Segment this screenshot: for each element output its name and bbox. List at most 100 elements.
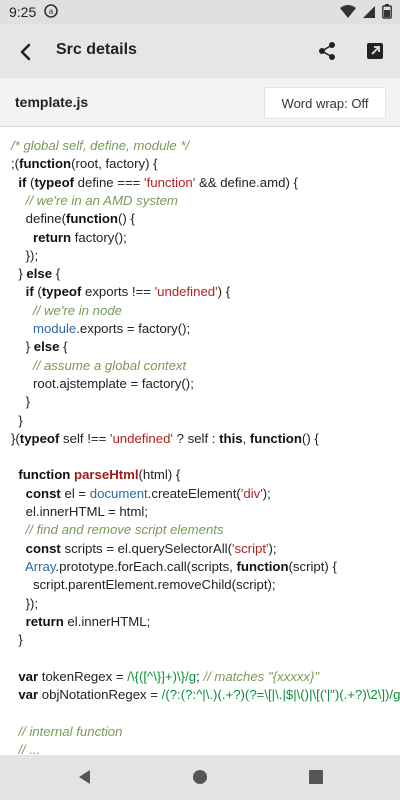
code-token: scripts = el.querySelectorAll( <box>60 540 232 556</box>
code-token: el = <box>60 485 90 501</box>
open-external-icon[interactable] <box>364 40 386 62</box>
share-icon[interactable] <box>316 40 338 62</box>
code-line: var tokenRegex = /\{([^\}]+)\}/g; // mat… <box>11 668 319 686</box>
code-token <box>11 486 26 501</box>
code-token: (html) { <box>138 467 181 483</box>
code-token: } <box>11 412 23 428</box>
app-bar: Src details <box>0 24 400 78</box>
code-line: // internal function <box>11 723 122 741</box>
code-token: (script) { <box>288 558 337 574</box>
sync-icon: a <box>44 4 58 18</box>
code-token: Array <box>24 558 56 574</box>
code-line: ;(function(root, factory) { <box>11 155 158 173</box>
code-token: .exports = factory(); <box>76 321 191 336</box>
code-line: // we're in an AMD system <box>11 192 178 210</box>
code-token: && define.amd) { <box>195 174 298 190</box>
wifi-icon <box>340 4 356 18</box>
code-token: document <box>89 485 148 501</box>
code-token: 'function' <box>144 174 196 190</box>
code-token: function <box>236 558 289 574</box>
code-line: } <box>11 393 30 411</box>
code-token: return <box>32 229 72 245</box>
code-token <box>11 614 26 629</box>
code-line: el.innerHTML = html; <box>11 503 148 521</box>
status-time: 9:25 <box>9 4 37 20</box>
code-token: function <box>18 467 71 483</box>
nav-bar <box>0 755 400 800</box>
code-token: ; <box>196 668 204 684</box>
status-bar: 9:25 a <box>0 0 400 24</box>
code-token: { <box>52 266 61 282</box>
code-token: exports !== <box>81 284 155 300</box>
code-token: // ... <box>18 741 41 755</box>
code-token: root.ajstemplate = factory(); <box>11 375 194 391</box>
code-line: // find and remove script elements <box>11 521 224 539</box>
code-token: ); <box>262 485 271 501</box>
code-token <box>11 358 33 373</box>
code-token: (root, factory) { <box>71 156 158 172</box>
code-token: script.parentElement.removeChild(script)… <box>11 577 276 593</box>
code-token: /(?:(?:^|\.)(.+?)(?=\[|\.|$|\()|\[('|")(… <box>161 687 400 702</box>
code-token <box>11 541 26 556</box>
code-line: root.ajstemplate = factory(); <box>11 375 194 393</box>
code-token: 'undefined' <box>109 430 173 446</box>
code-line: const scripts = el.querySelectorAll('scr… <box>11 540 277 558</box>
code-token: ( <box>33 284 42 300</box>
code-token: ); <box>268 540 277 556</box>
page-title: Src details <box>56 41 137 58</box>
code-token: /\{([^\}]+)\}/g <box>127 668 197 684</box>
code-token: , <box>242 430 250 446</box>
code-token: 'undefined' <box>154 284 218 300</box>
code-token: ( <box>26 174 35 190</box>
code-line: }); <box>11 595 38 613</box>
code-token: typeof <box>41 284 82 300</box>
code-token <box>11 230 33 245</box>
word-wrap-button[interactable]: Word wrap: Off <box>264 87 386 119</box>
code-line: define(function() { <box>11 210 135 228</box>
code-token: ) { <box>217 284 231 300</box>
code-token: .createElement( <box>147 485 241 501</box>
code-token: function <box>65 211 118 227</box>
code-line: } <box>11 412 23 430</box>
code-token: // find and remove script elements <box>25 522 224 538</box>
code-token: // internal function <box>18 723 123 739</box>
code-line: } else { <box>11 265 60 283</box>
code-token: function <box>249 430 302 446</box>
code-token: el.innerHTML = html; <box>11 504 148 519</box>
code-token: ? self : <box>172 430 220 446</box>
code-token: // matches "{xxxxx}" <box>203 668 320 684</box>
code-token: } <box>11 339 34 355</box>
code-token: var <box>18 668 39 684</box>
nav-back-icon[interactable] <box>75 767 95 787</box>
code-token: else <box>33 339 60 355</box>
code-token <box>11 303 33 318</box>
code-token: 'script' <box>231 540 269 556</box>
code-token: }); <box>11 595 39 611</box>
nav-recents-icon[interactable] <box>306 767 326 787</box>
code-line: }(typeof self !== 'undefined' ? self : t… <box>11 430 319 448</box>
code-token: define === <box>74 174 145 190</box>
nav-home-icon[interactable] <box>190 767 210 787</box>
code-token: factory(); <box>71 229 127 245</box>
code-line: function parseHtml(html) { <box>11 466 180 484</box>
code-line: // assume a global context <box>11 357 186 375</box>
code-token: const <box>25 540 61 556</box>
code-token: { <box>59 339 68 355</box>
code-line: const el = document.createElement('div')… <box>11 485 271 503</box>
code-token: return <box>25 613 64 629</box>
code-token: ;( <box>11 156 20 172</box>
code-line: } <box>11 631 22 649</box>
code-line: } else { <box>11 338 68 356</box>
code-line: var objNotationRegex = /(?:(?:^|\.)(.+?)… <box>11 686 400 704</box>
code-token: // we're in an AMD system <box>25 192 178 208</box>
back-arrow-icon[interactable] <box>14 40 38 64</box>
code-token: objNotationRegex = <box>38 687 162 702</box>
code-token: var <box>18 687 39 702</box>
code-view[interactable]: /* global self, define, module */;(funct… <box>0 127 400 755</box>
code-token: } <box>11 394 31 410</box>
code-token: if <box>18 174 27 190</box>
code-token: typeof <box>34 174 75 190</box>
code-line: module.exports = factory(); <box>11 320 190 338</box>
code-token <box>11 321 33 336</box>
code-token: el.innerHTML; <box>63 613 151 629</box>
